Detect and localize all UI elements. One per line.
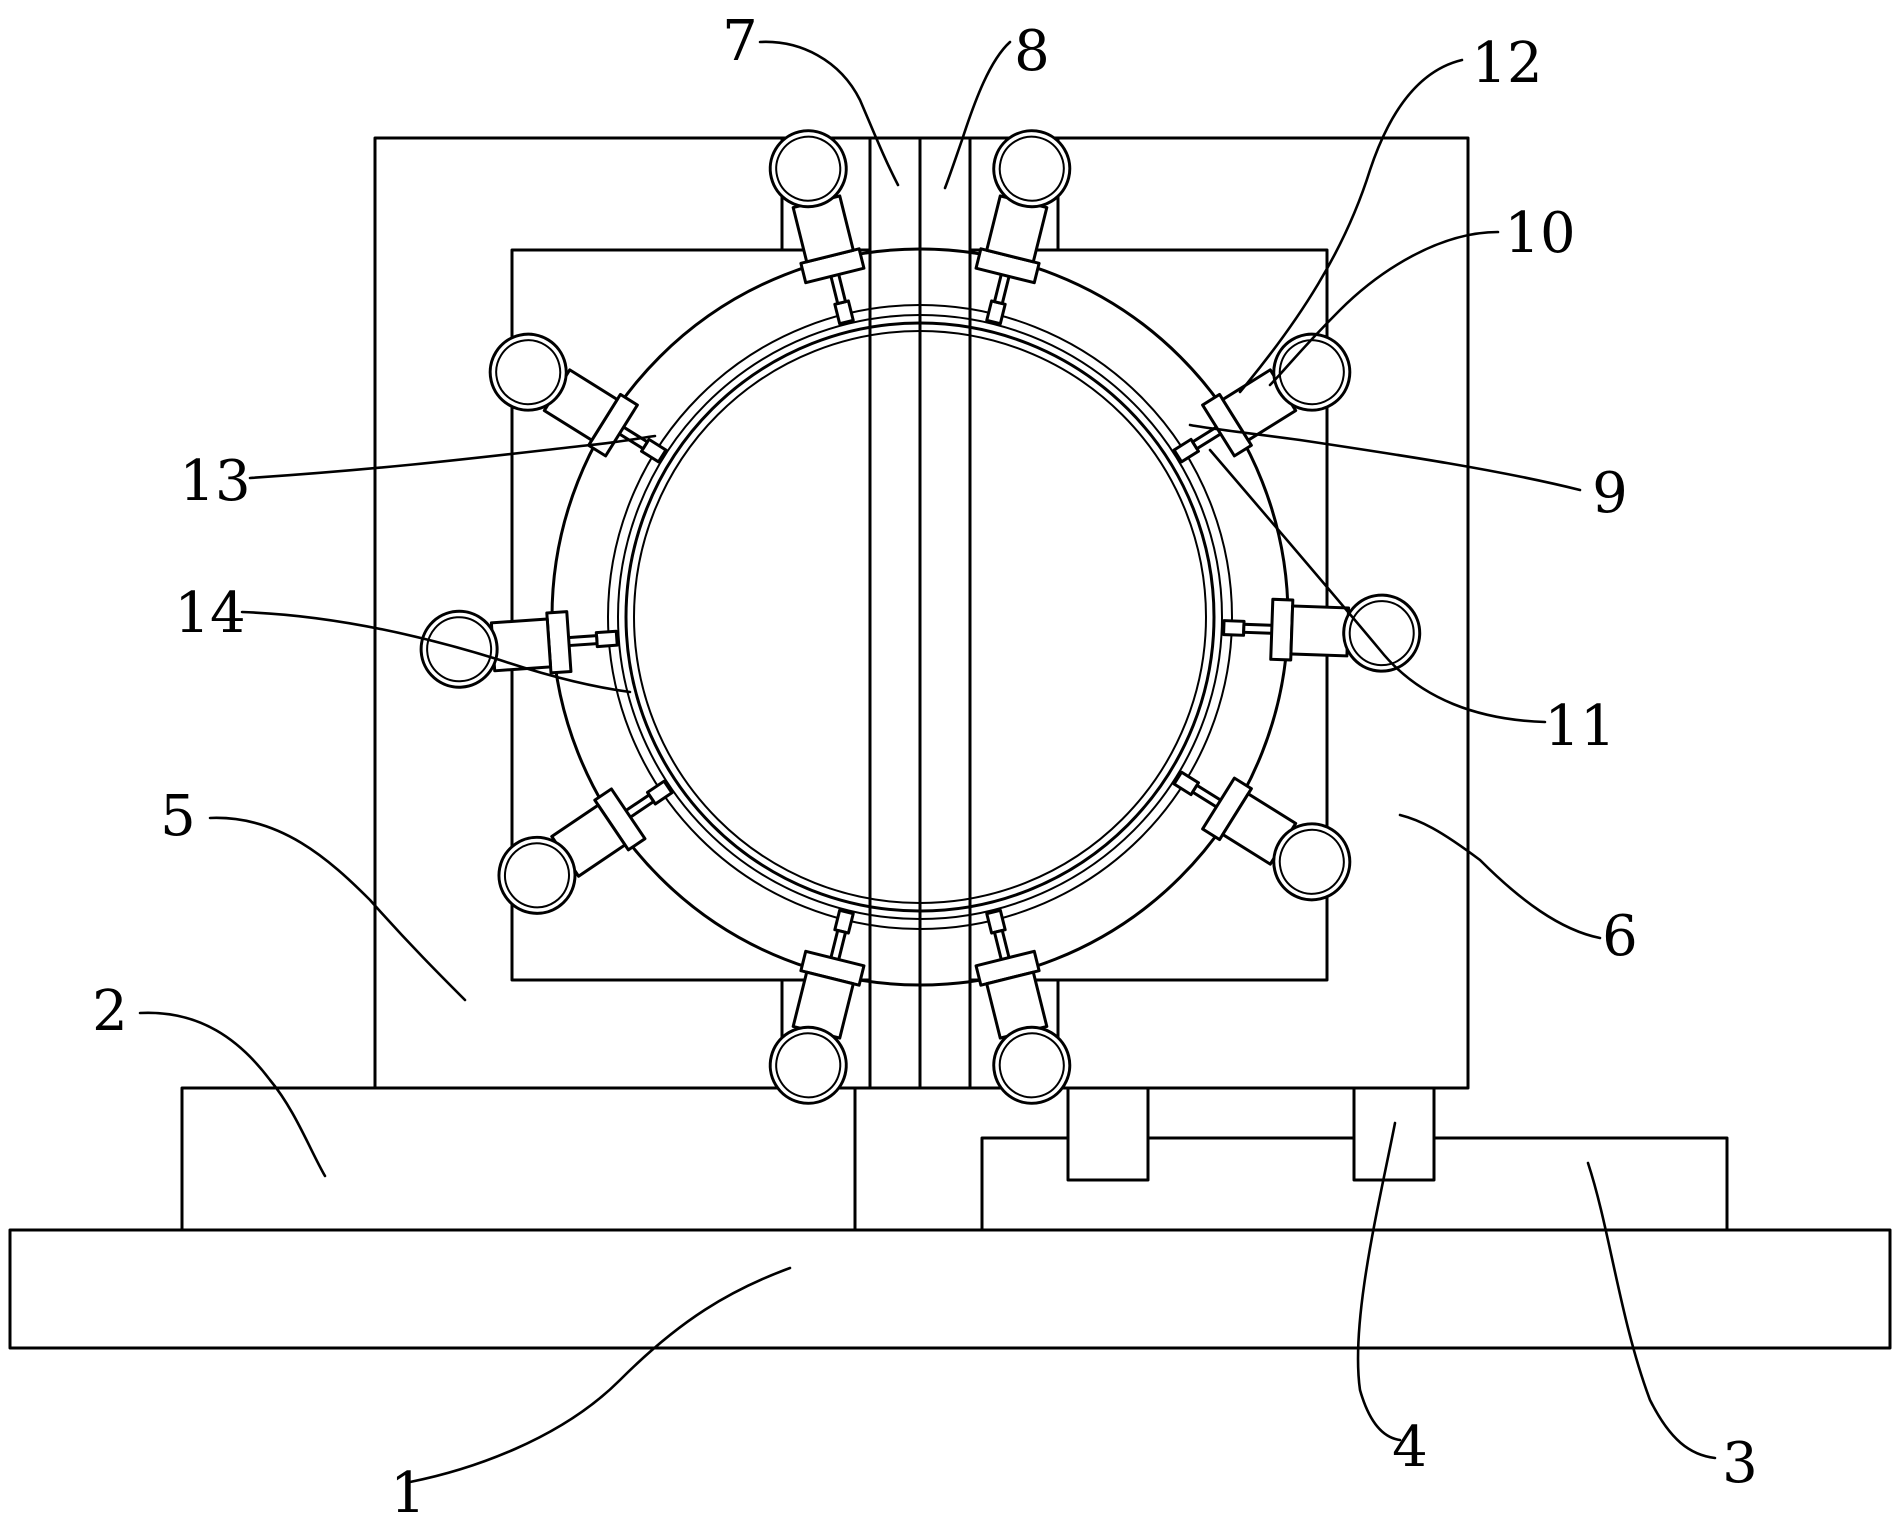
knob-rim <box>775 1032 842 1099</box>
label-14: 14 <box>174 581 245 646</box>
slider-foot-left <box>1066 1086 1150 1182</box>
left-support-block <box>180 1086 857 1232</box>
label-3: 3 <box>1722 1431 1758 1496</box>
leader-9 <box>1188 423 1582 492</box>
liner-ring-outer <box>617 314 1223 920</box>
clamp-ring-inner-edge <box>607 304 1233 930</box>
clamp-pad <box>1222 619 1246 637</box>
adjuster-unit <box>974 908 1072 1105</box>
adjuster-unit <box>497 779 674 915</box>
callout-labels: 1 2 3 4 5 6 7 8 9 10 11 12 13 14 <box>92 9 1758 1518</box>
knob <box>1342 593 1422 673</box>
clamp-pad <box>594 629 619 649</box>
screw-sleeve <box>489 617 553 673</box>
leader-2 <box>138 1011 327 1178</box>
label-12: 12 <box>1471 31 1542 96</box>
adjusting-screw <box>1242 622 1276 635</box>
knob <box>1272 822 1352 902</box>
pipe-bore <box>633 330 1207 904</box>
label-7: 7 <box>722 9 758 74</box>
adjuster-unit <box>488 332 668 464</box>
label-8: 8 <box>1014 19 1050 84</box>
knob <box>1272 332 1352 412</box>
label-13: 13 <box>179 449 250 514</box>
adjuster-unit <box>1222 593 1422 673</box>
knob-rim <box>495 339 562 406</box>
adjuster-unit <box>1172 332 1352 464</box>
knob-rim <box>998 1032 1065 1099</box>
leader-4 <box>1356 1121 1402 1442</box>
leader-lines <box>138 40 1717 1484</box>
ring-assembly <box>550 247 1290 987</box>
adjuster-unit <box>974 129 1072 326</box>
label-9: 9 <box>1592 461 1628 526</box>
leader-8 <box>943 40 1012 190</box>
mounting-bracket <box>1269 597 1295 662</box>
radial-adjusters <box>419 129 1422 1105</box>
adjuster-unit <box>768 908 866 1105</box>
label-2: 2 <box>92 979 128 1044</box>
knob-rim <box>775 135 842 202</box>
knob-rim <box>1278 339 1345 406</box>
screw-sleeve <box>1289 604 1351 658</box>
label-1: 1 <box>390 1461 426 1518</box>
leader-6 <box>1398 813 1602 940</box>
knob <box>768 129 848 209</box>
knob-rim <box>503 842 570 909</box>
leader-3 <box>1586 1161 1717 1460</box>
knob <box>488 332 568 412</box>
knob-rim <box>426 616 493 683</box>
knob-rim <box>1348 600 1415 667</box>
adjusting-screw <box>565 634 599 648</box>
adjuster-unit <box>768 129 866 326</box>
leader-13 <box>248 434 657 480</box>
liner-ring-inner <box>624 321 1216 913</box>
knob <box>768 1025 848 1105</box>
label-5: 5 <box>160 784 196 849</box>
base-plate <box>8 1228 1892 1350</box>
leader-14 <box>240 610 632 694</box>
leader-11 <box>1208 448 1547 724</box>
label-11: 11 <box>1544 694 1615 759</box>
leader-10 <box>1268 230 1500 387</box>
adjuster-unit <box>1172 770 1352 902</box>
leader-1 <box>408 1266 792 1484</box>
knob <box>992 129 1072 209</box>
label-10: 10 <box>1504 201 1575 266</box>
knob-rim <box>1278 828 1345 895</box>
knob <box>992 1025 1072 1105</box>
knob-rim <box>998 135 1065 202</box>
leader-12 <box>1238 58 1464 394</box>
label-4: 4 <box>1392 1415 1428 1480</box>
label-6: 6 <box>1602 904 1638 969</box>
leader-7 <box>758 40 900 187</box>
leader-5 <box>208 816 467 1002</box>
knob <box>497 835 577 915</box>
adjuster-unit <box>419 609 619 689</box>
